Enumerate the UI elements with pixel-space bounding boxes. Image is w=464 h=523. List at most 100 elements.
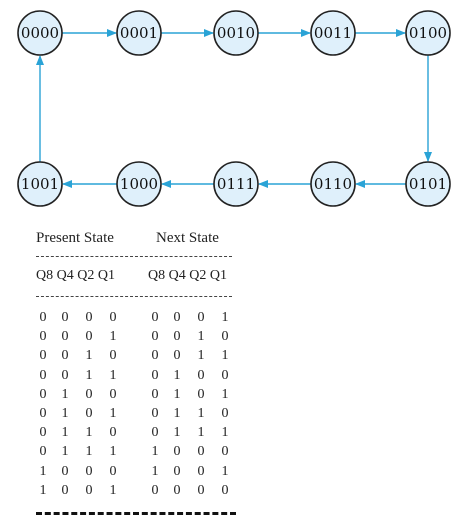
- state-circle: [405, 10, 451, 56]
- present-bit-cell: 1: [85, 444, 93, 460]
- next-bit-cell: 0: [173, 310, 181, 325]
- present-bit-cell: 0: [85, 406, 93, 421]
- next-bit-cell: 0: [221, 482, 229, 498]
- state-node: 0011: [310, 10, 356, 56]
- next-bit-cell: 0: [173, 463, 181, 479]
- present-bit-cell: 1: [109, 406, 117, 421]
- state-circle: [310, 161, 356, 207]
- state-circle: [17, 10, 63, 56]
- next-bit-cell: 0: [173, 329, 181, 345]
- state-circle: [17, 161, 63, 207]
- state-label: 0110: [314, 175, 352, 193]
- next-bit-cell: 0: [197, 386, 205, 402]
- next-bits-header: Q8 Q4 Q2 Q1: [148, 268, 227, 283]
- present-bit-cell: 0: [39, 329, 47, 345]
- next-bit-cell: 0: [151, 482, 159, 498]
- next-bit-cell: 1: [197, 348, 205, 364]
- next-bit-cell: 1: [197, 425, 205, 441]
- present-bit-cell: 1: [39, 463, 47, 479]
- present-bit-cell: 0: [39, 406, 47, 421]
- next-bit-cell: 1: [173, 386, 181, 402]
- present-bit-cell: 0: [109, 425, 117, 441]
- next-bit-cell: 1: [197, 329, 205, 345]
- next-bit-cell: 0: [173, 482, 181, 498]
- present-bit-cell: 1: [85, 348, 93, 364]
- present-bit-cell: 1: [85, 367, 93, 383]
- present-bit-cell: 0: [39, 348, 47, 364]
- state-label: 0100: [409, 24, 447, 42]
- present-bit-cell: 1: [109, 329, 117, 345]
- present-bit-cell: 0: [39, 444, 47, 460]
- state-circle: [213, 161, 259, 207]
- state-node: 1001: [17, 161, 63, 207]
- present-bit-cell: 0: [109, 348, 117, 364]
- next-state-header: Next State: [156, 230, 219, 246]
- present-bit-cell: 0: [39, 425, 47, 441]
- present-bit-cell: 0: [61, 329, 69, 345]
- next-bit-cell: 1: [221, 348, 229, 364]
- present-bit-cell: 1: [109, 367, 117, 383]
- next-bit-cell: 0: [173, 348, 181, 364]
- next-bit-cell: 1: [173, 367, 181, 383]
- state-node: 0000: [17, 10, 63, 56]
- next-bit-cell: 0: [151, 406, 159, 421]
- present-bit-cell: 0: [39, 386, 47, 402]
- state-circle: [116, 161, 162, 207]
- next-bit-cell: 0: [173, 444, 181, 460]
- state-circle: [405, 161, 451, 207]
- state-label: 0000: [21, 24, 59, 42]
- state-label: 1000: [120, 175, 158, 193]
- next-bit-cell: 0: [221, 406, 229, 421]
- next-bit-cell: 0: [151, 367, 159, 383]
- present-bit-cell: 0: [109, 463, 117, 479]
- state-node: 0100: [405, 10, 451, 56]
- present-bit-cell: 0: [85, 386, 93, 402]
- next-bit-cell: 1: [221, 425, 229, 441]
- present-bit-cell: 0: [39, 310, 47, 325]
- state-node: 0111: [213, 161, 259, 207]
- next-bit-cell: 0: [221, 444, 229, 460]
- next-bit-cell: 1: [221, 463, 229, 479]
- state-node: 0101: [405, 161, 451, 207]
- state-node: 1000: [116, 161, 162, 207]
- next-bit-cell: 1: [173, 425, 181, 441]
- state-label: 0010: [217, 24, 255, 42]
- next-bit-cell: 0: [197, 310, 205, 325]
- state-node: 0010: [213, 10, 259, 56]
- present-bit-cell: 0: [61, 463, 69, 479]
- table-footer-rule: [36, 512, 236, 515]
- present-bit-cell: 1: [39, 482, 47, 498]
- present-bit-cell: 0: [85, 463, 93, 479]
- present-bit-cell: 0: [61, 348, 69, 364]
- state-node: 0001: [116, 10, 162, 56]
- present-bits-header: Q8 Q4 Q2 Q1: [36, 268, 115, 283]
- present-bit-cell: 0: [61, 310, 69, 325]
- next-bit-cell: 1: [197, 406, 205, 421]
- state-diagram: 0000 0001 0010 0011 0100 0101 0110 0111 1000 1001: [17, 10, 451, 207]
- present-bit-cell: 0: [85, 482, 93, 498]
- present-bit-cell: 0: [109, 386, 117, 402]
- next-bit-cell: 0: [221, 329, 229, 345]
- state-label: 0001: [120, 24, 158, 42]
- present-bit-cell: 0: [39, 367, 47, 383]
- state-circle: [116, 10, 162, 56]
- next-bit-cell: 1: [221, 386, 229, 402]
- next-bit-cell: 0: [151, 348, 159, 364]
- header-divider-bottom: [36, 296, 232, 297]
- header-divider-top: [36, 256, 232, 257]
- state-label: 1001: [21, 175, 59, 193]
- next-bit-cell: 0: [221, 367, 229, 383]
- next-bit-cell: 1: [221, 310, 229, 325]
- present-bit-cell: 0: [85, 329, 93, 345]
- next-bit-cell: 1: [173, 406, 181, 421]
- state-circle: [310, 10, 356, 56]
- state-node: 0110: [310, 161, 356, 207]
- present-bit-cell: 0: [61, 367, 69, 383]
- present-bit-cell: 1: [109, 482, 117, 498]
- next-bit-cell: 0: [197, 367, 205, 383]
- next-bit-cell: 0: [151, 310, 159, 325]
- state-label: 0011: [314, 24, 352, 42]
- present-bit-cell: 1: [85, 425, 93, 441]
- next-bit-cell: 0: [151, 425, 159, 441]
- present-bit-cell: 0: [109, 310, 117, 325]
